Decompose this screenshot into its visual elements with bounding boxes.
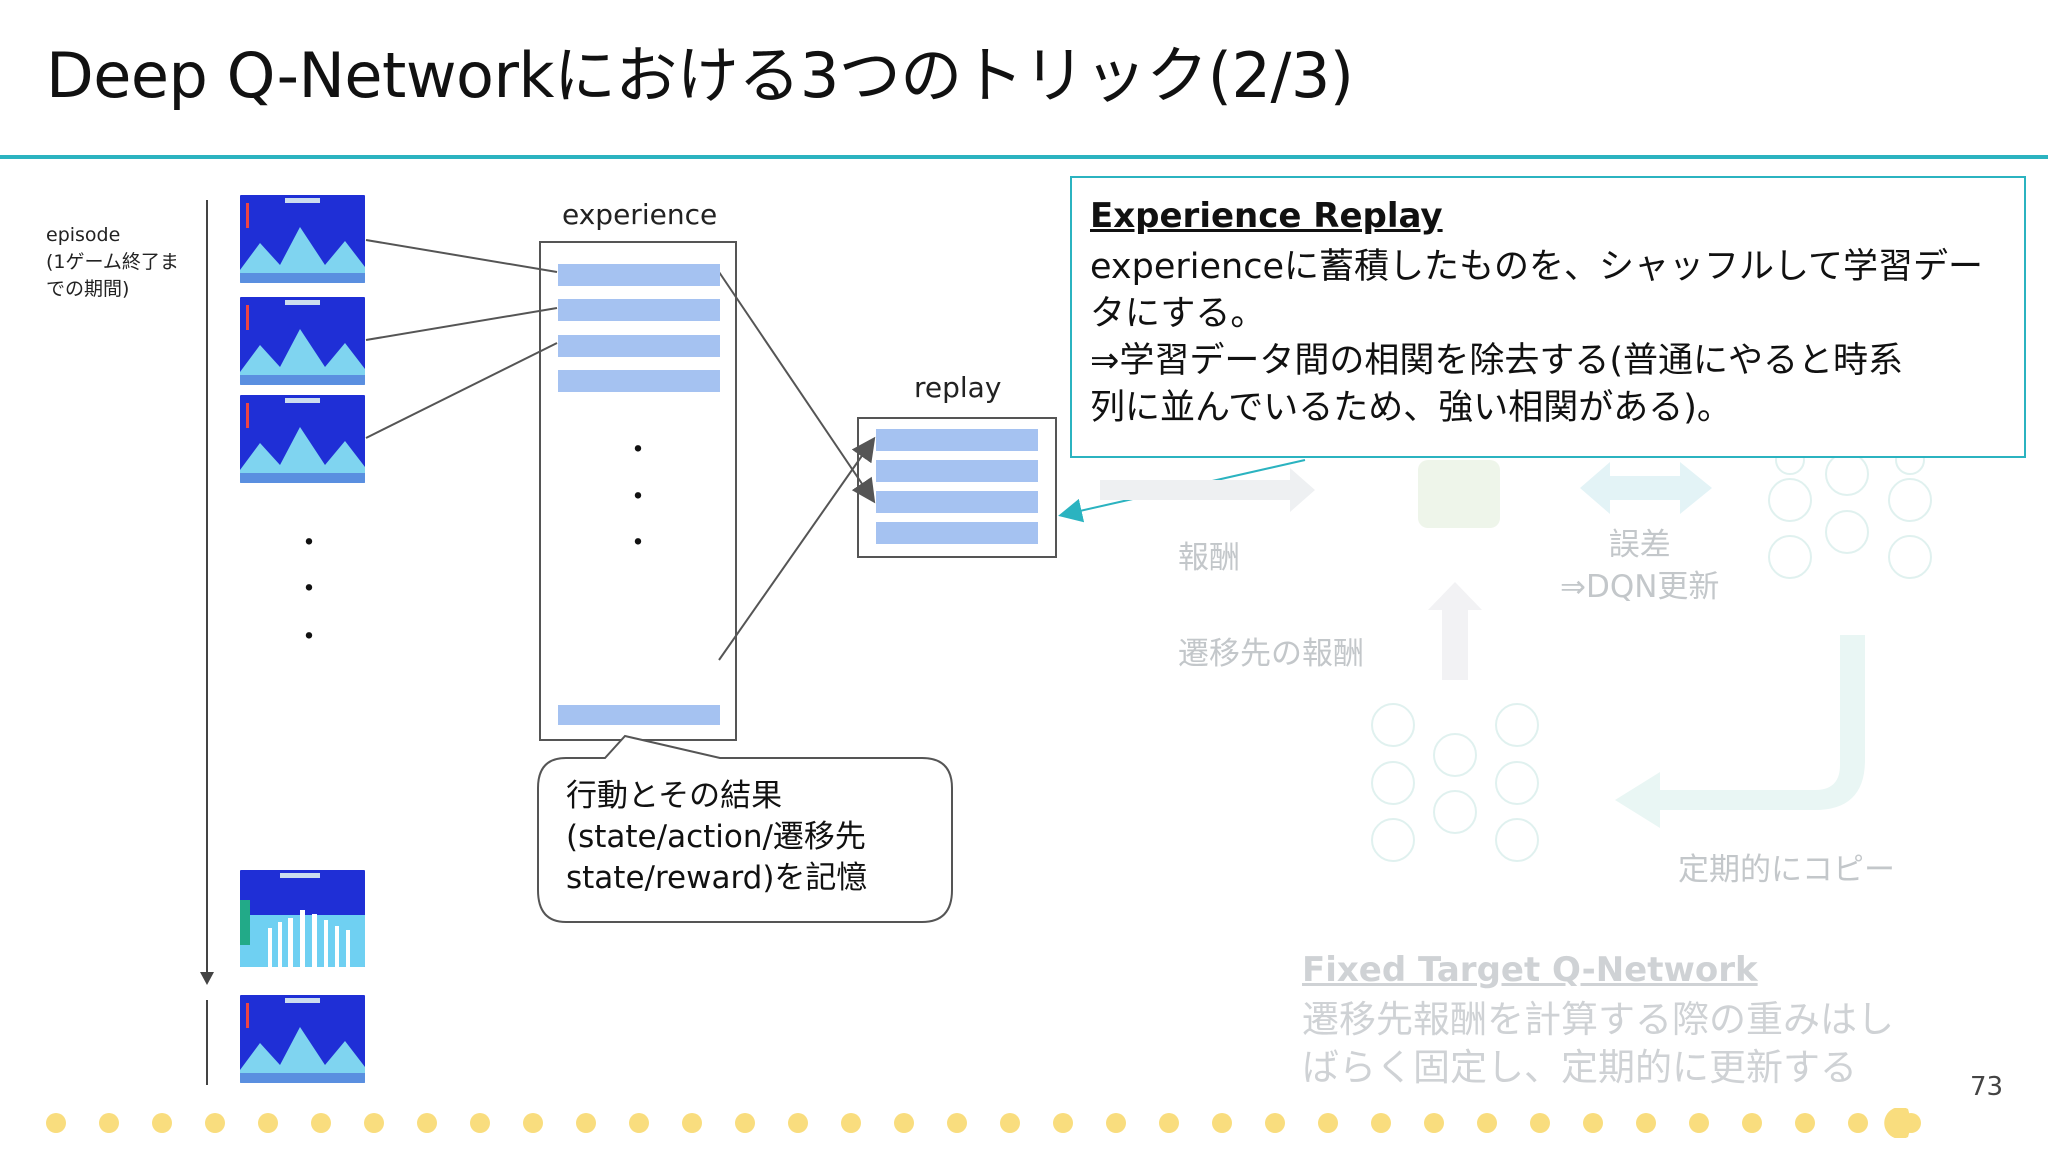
experience-replay-title: Experience Replay [1090, 196, 1443, 236]
faded-reward-arrow [1100, 468, 1315, 512]
faded-fixed-target-title: Fixed Target Q-Network [1302, 950, 1758, 990]
progress-dot [46, 1113, 66, 1133]
game-frame-2 [240, 297, 365, 385]
progress-dot [1053, 1113, 1073, 1133]
faded-network-bottom [1371, 703, 1539, 862]
replay-entry [876, 429, 1038, 451]
progress-dot [1848, 1113, 1868, 1133]
game-screenshot-icon [240, 870, 365, 967]
progress-dot [682, 1113, 702, 1133]
game-screenshot-icon [240, 195, 365, 283]
experience-replay-box [1070, 176, 2026, 458]
progress-dot [1530, 1113, 1550, 1133]
progress-dot [364, 1113, 384, 1133]
progress-dot-row [46, 1113, 1921, 1133]
experience-entry [558, 264, 720, 286]
progress-dot [576, 1113, 596, 1133]
replay-entry [876, 491, 1038, 513]
progress-dot [470, 1113, 490, 1133]
progress-dot [841, 1113, 861, 1133]
frames-ellipsis-3: ・ [294, 620, 324, 655]
game-frame-1 [240, 195, 365, 283]
episode-label: episode (1ゲーム終了ま での期間) [46, 224, 179, 300]
progress-dot [152, 1113, 172, 1133]
progress-dot [629, 1113, 649, 1133]
game-frame-final [240, 870, 365, 967]
sample-arrow-1 [718, 271, 876, 504]
progress-dot [1106, 1113, 1126, 1133]
progress-dot [1636, 1113, 1656, 1133]
faded-reward-label: 報酬 [1178, 540, 1240, 576]
progress-dot [205, 1113, 225, 1133]
replay-entry [876, 460, 1038, 482]
faded-up-arrow [1428, 582, 1482, 680]
progress-dots [46, 1108, 1921, 1138]
timeline-arrowhead [200, 972, 214, 985]
faded-fixed-target-body: 遷移先報酬を計算する際の重みはし ばらく固定し、定期的に更新する [1302, 998, 1894, 1089]
frames-ellipsis-1: ・ [294, 526, 324, 561]
title-divider [0, 155, 2048, 159]
experience-entry [558, 335, 720, 357]
faded-error-label: 誤差 ⇒DQN更新 [1560, 527, 1720, 605]
faded-network-block [1418, 460, 1500, 528]
experience-buffer [539, 241, 737, 741]
progress-dot [1000, 1113, 1020, 1133]
faded-copy-arrow [1615, 635, 1865, 828]
progress-dot [1318, 1113, 1338, 1133]
sample-arrow-2 [718, 436, 876, 661]
progress-dot [1265, 1113, 1285, 1133]
faded-next-reward-label: 遷移先の報酬 [1178, 636, 1364, 672]
progress-dot [947, 1113, 967, 1133]
frame3-link [365, 342, 558, 439]
progress-dot [1371, 1113, 1391, 1133]
replay-entry [876, 522, 1038, 544]
progress-dot [788, 1113, 808, 1133]
game-frame-next-episode [240, 995, 365, 1083]
faded-background-diagram [1100, 445, 1932, 862]
experience-ellipsis-2: ・ [623, 480, 653, 515]
progress-dot [735, 1113, 755, 1133]
frame1-link [365, 239, 558, 273]
experience-entry [558, 705, 720, 725]
replay-label: replay [914, 371, 1002, 404]
progress-dot [1742, 1113, 1762, 1133]
experience-entry [558, 370, 720, 392]
progress-dot [99, 1113, 119, 1133]
experience-entry [558, 299, 720, 321]
experience-ellipsis-3: ・ [623, 526, 653, 561]
progress-dot [311, 1113, 331, 1133]
progress-dot [1212, 1113, 1232, 1133]
game-screenshot-icon [240, 395, 365, 483]
progress-dot [1795, 1113, 1815, 1133]
progress-dot [258, 1113, 278, 1133]
progress-dot [417, 1113, 437, 1133]
slide-title: Deep Q-Networkにおける3つのトリック(2/3) [46, 39, 1354, 112]
game-frame-3 [240, 395, 365, 483]
callout-text: 行動とその結果 (state/action/遷移先 state/reward)を… [566, 778, 868, 896]
faded-double-arrow [1580, 462, 1712, 514]
experience-ellipsis-1: ・ [623, 433, 653, 468]
game-screenshot-icon [240, 995, 365, 1083]
progress-dot [523, 1113, 543, 1133]
page-number: 73 [1970, 1072, 2004, 1102]
faded-copy-label: 定期的にコピー [1678, 852, 1895, 888]
callout-bubble [537, 734, 953, 923]
faded-network-top [1768, 445, 1932, 579]
replay-buffer [857, 417, 1057, 558]
progress-dot [1689, 1113, 1709, 1133]
experience-label: experience [562, 198, 718, 231]
progress-dot [894, 1113, 914, 1133]
frame2-link [365, 307, 558, 341]
pacman-icon [1884, 1108, 1912, 1138]
game-screenshot-icon [240, 297, 365, 385]
progress-dot [1583, 1113, 1603, 1133]
experience-replay-body: experienceに蓄積したものを、シャッフルして学習デー タにする。 ⇒学習… [1090, 247, 1983, 428]
progress-dot [1477, 1113, 1497, 1133]
progress-dot [1159, 1113, 1179, 1133]
frames-ellipsis-2: ・ [294, 572, 324, 607]
progress-dot [1424, 1113, 1444, 1133]
